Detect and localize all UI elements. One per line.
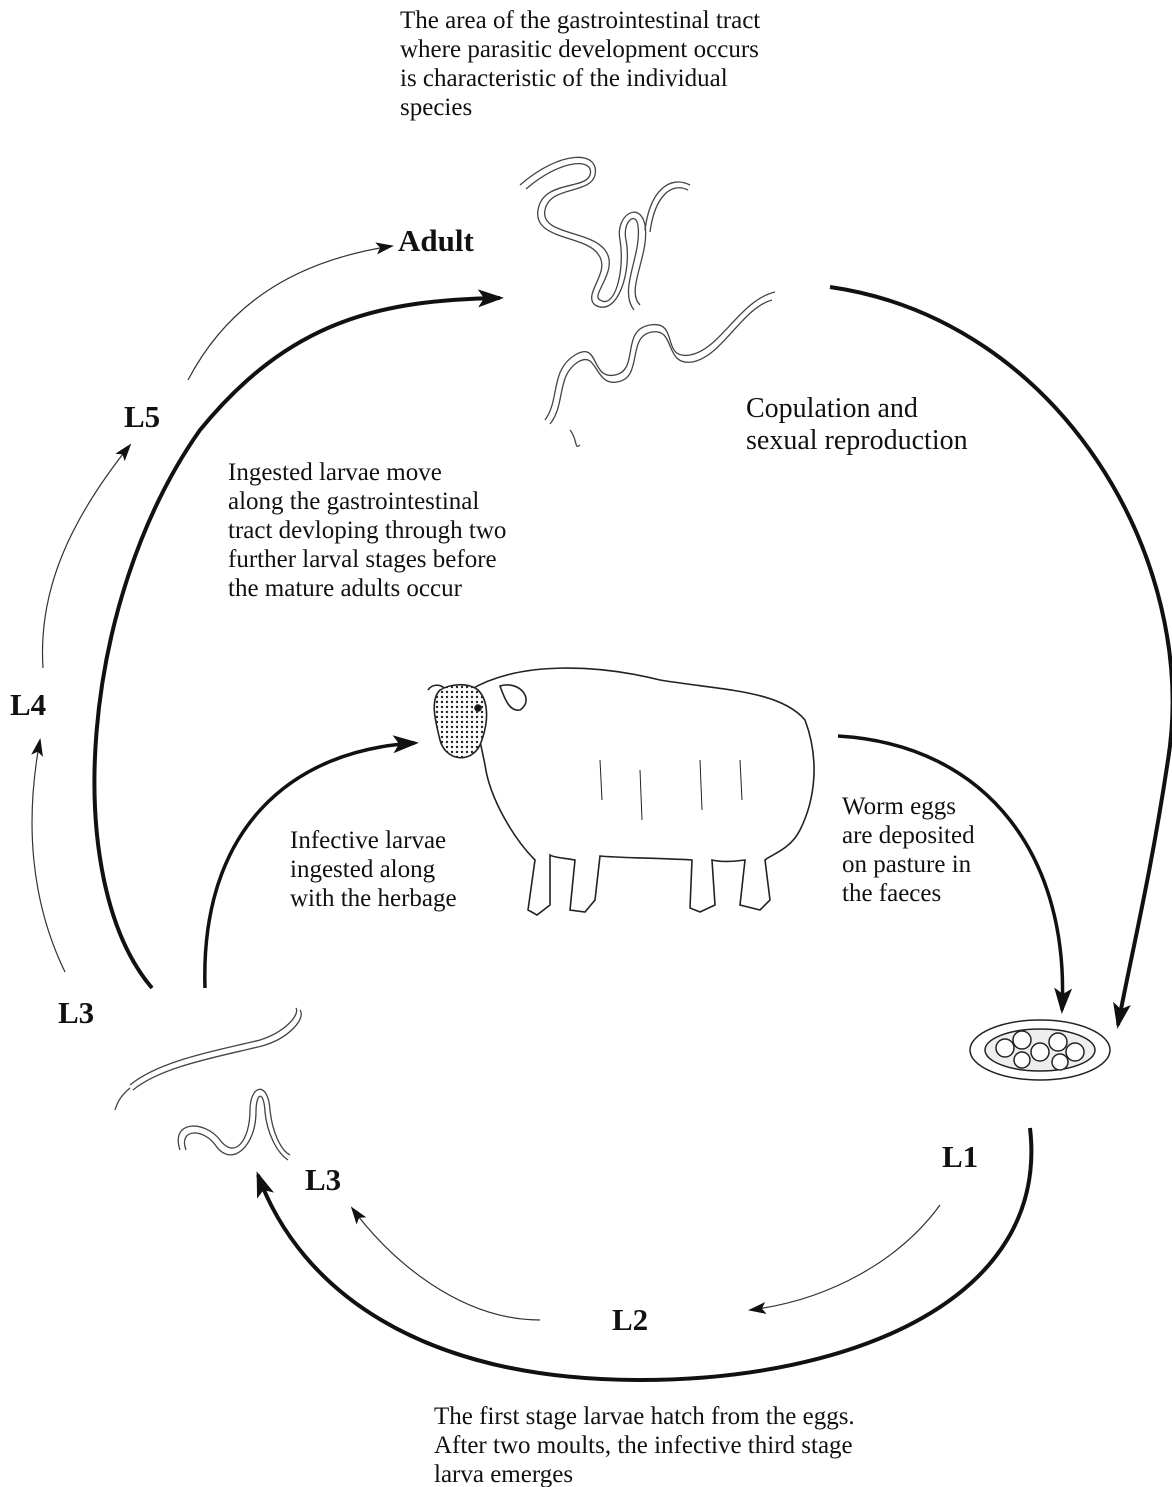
caption-top: The area of the gastrointestinal tract w…	[400, 6, 760, 122]
caption-ingested-move-line: the mature adults occur	[228, 574, 506, 603]
caption-copulation-line: Copulation and	[746, 393, 968, 425]
arrow-l3-to-l4	[32, 740, 65, 972]
caption-worm-eggs-line: are deposited	[842, 821, 975, 850]
caption-top-line: species	[400, 93, 760, 122]
arrow-l5-to-adult	[188, 246, 392, 380]
arrow-l4-to-l5	[42, 445, 130, 668]
caption-worm-eggs-line: on pasture in	[842, 850, 975, 879]
caption-infective: Infective larvae ingested along with the…	[290, 826, 457, 913]
caption-bottom-line: After two moults, the infective third st…	[434, 1431, 855, 1460]
caption-ingested-move-line: further larval stages before	[228, 545, 506, 574]
stage-l2-label: L2	[612, 1303, 648, 1337]
stage-l5-label: L5	[124, 400, 160, 434]
caption-ingested-move: Ingested larvae move along the gastroint…	[228, 458, 506, 603]
arrow-l2-to-l3	[352, 1208, 540, 1320]
caption-top-line: is characteristic of the individual	[400, 64, 760, 93]
caption-infective-line: with the herbage	[290, 884, 457, 913]
stage-l1-label: L1	[942, 1140, 978, 1174]
caption-top-line: where parasitic development occurs	[400, 35, 760, 64]
stage-l3-bottom-label: L3	[305, 1163, 341, 1197]
caption-ingested-move-line: Ingested larvae move	[228, 458, 506, 487]
caption-infective-line: Infective larvae	[290, 826, 457, 855]
caption-ingested-move-line: tract devloping through two	[228, 516, 506, 545]
caption-ingested-move-line: along the gastrointestinal	[228, 487, 506, 516]
arrow-eggs-to-l3	[258, 1128, 1031, 1380]
larvae-icon	[115, 1008, 301, 1160]
adult-worms-icon	[520, 157, 775, 446]
caption-worm-eggs: Worm eggs are deposited on pasture in th…	[842, 792, 975, 908]
stage-adult-label: Adult	[398, 224, 474, 258]
faeces-eggs-icon	[970, 1020, 1110, 1080]
arrow-l1-to-l2	[750, 1205, 940, 1310]
caption-copulation-line: sexual reproduction	[746, 425, 968, 457]
caption-bottom-line: The first stage larvae hatch from the eg…	[434, 1402, 855, 1431]
caption-worm-eggs-line: Worm eggs	[842, 792, 975, 821]
stage-l4-label: L4	[10, 688, 46, 722]
caption-copulation: Copulation and sexual reproduction	[746, 393, 968, 457]
caption-infective-line: ingested along	[290, 855, 457, 884]
sheep-icon	[428, 668, 814, 915]
caption-worm-eggs-line: the faeces	[842, 879, 975, 908]
caption-bottom-line: larva emerges	[434, 1460, 855, 1487]
caption-top-line: The area of the gastrointestinal tract	[400, 6, 760, 35]
caption-bottom: The first stage larvae hatch from the eg…	[434, 1402, 855, 1487]
stage-l3-left-label: L3	[58, 996, 94, 1030]
